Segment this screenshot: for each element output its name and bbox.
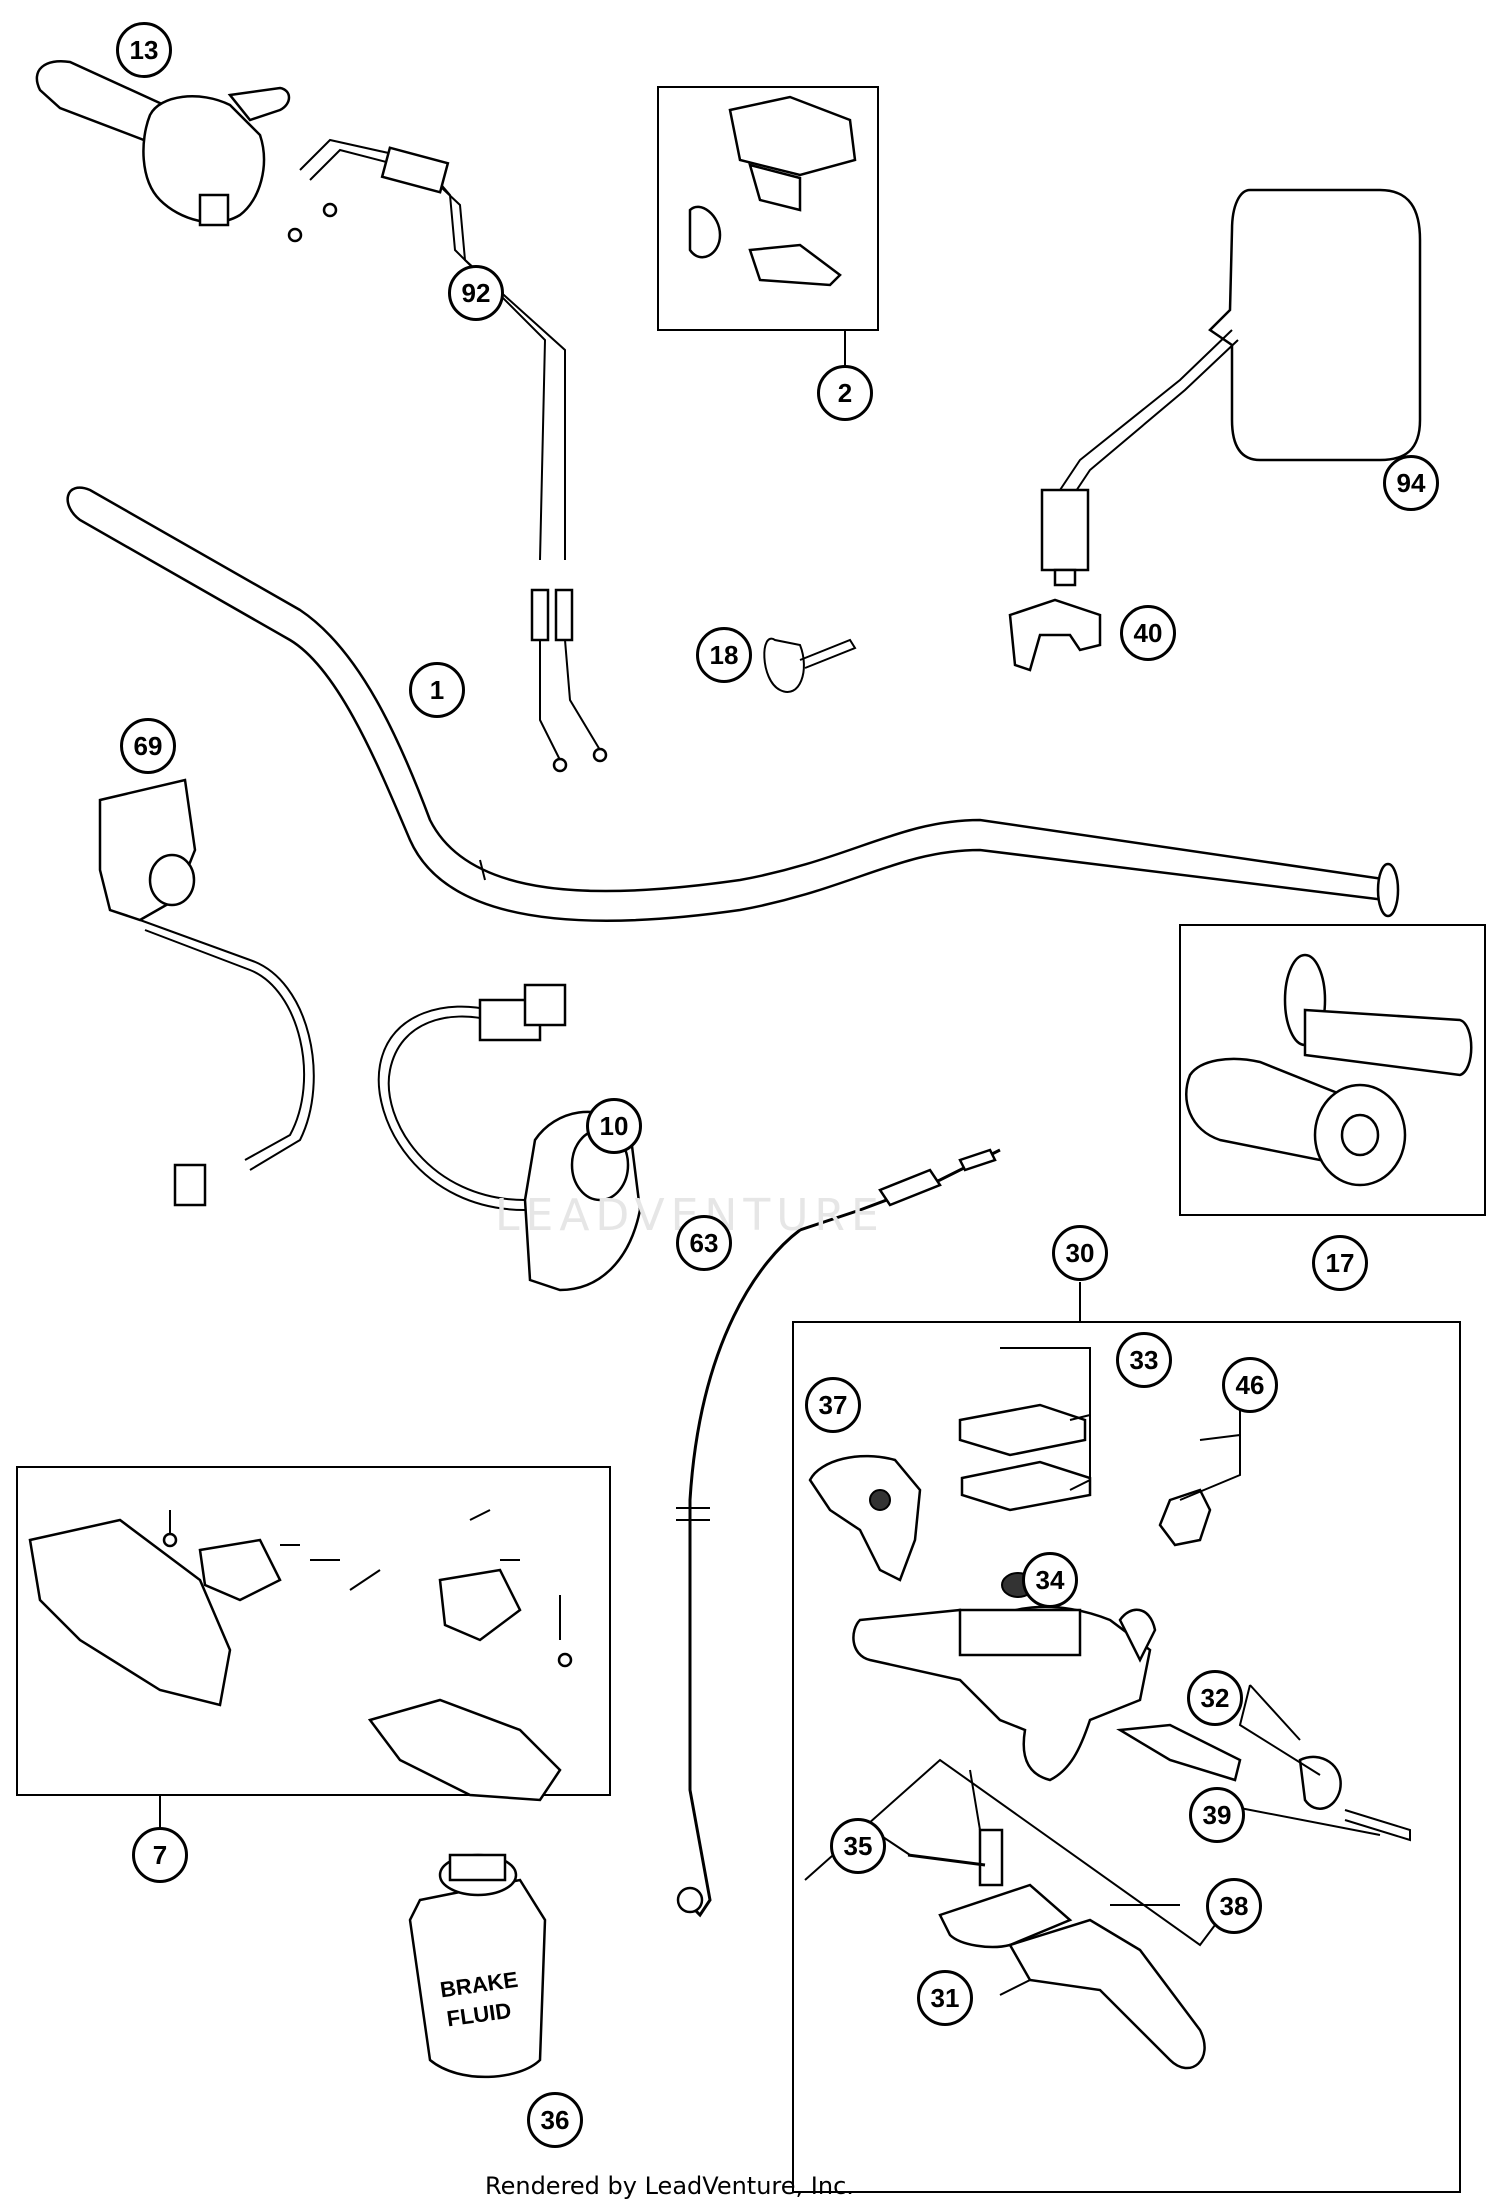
handlebar-part xyxy=(66,486,1400,922)
callout-2: 2 xyxy=(817,365,873,421)
callout-33: 33 xyxy=(1116,1332,1172,1388)
left-switch-part xyxy=(98,778,315,1207)
callout-13: 13 xyxy=(116,22,172,78)
footer-credit: Rendered by LeadVenture, Inc. xyxy=(485,2172,854,2200)
callout-94: 94 xyxy=(1383,455,1439,511)
callout-35: 35 xyxy=(830,1818,886,1874)
callout-31: 31 xyxy=(917,1970,973,2026)
master-cylinder-box xyxy=(792,1321,1461,2193)
callout-18: 18 xyxy=(696,627,752,683)
callout-38: 38 xyxy=(1206,1878,1262,1934)
throttle-cables-part xyxy=(287,138,608,773)
throttle-grip-part xyxy=(35,59,291,227)
grips-box xyxy=(1179,924,1486,1216)
callout-32: 32 xyxy=(1187,1670,1243,1726)
callout-92: 92 xyxy=(448,265,504,321)
mirror-clamp-part xyxy=(1008,598,1102,672)
callout-46: 46 xyxy=(1222,1357,1278,1413)
cable-tie-part xyxy=(763,637,857,693)
brake-line-part xyxy=(676,1148,1001,1918)
master-cylinder-part xyxy=(808,1403,1411,2070)
callout-40: 40 xyxy=(1120,605,1176,661)
callout-30: 30 xyxy=(1052,1225,1108,1281)
callout-7: 7 xyxy=(132,1827,188,1883)
callout-63: 63 xyxy=(676,1215,732,1271)
callout-37: 37 xyxy=(805,1377,861,1433)
grips-part xyxy=(1185,953,1473,1187)
callout-36: 36 xyxy=(527,2092,583,2148)
callout-34: 34 xyxy=(1022,1552,1078,1608)
right-switch-part xyxy=(377,983,642,1292)
handguards-part xyxy=(28,1509,573,1802)
handguards-box xyxy=(16,1466,611,1796)
callout-1: 1 xyxy=(409,662,465,718)
kill-switch-part xyxy=(688,95,857,287)
mirror-part xyxy=(1040,188,1422,587)
callout-39: 39 xyxy=(1189,1787,1245,1843)
callout-17: 17 xyxy=(1312,1235,1368,1291)
callout-69: 69 xyxy=(120,718,176,774)
kill-switch-box xyxy=(657,86,879,331)
brake-fluid-can-part xyxy=(408,1853,556,2145)
callout-10: 10 xyxy=(586,1098,642,1154)
